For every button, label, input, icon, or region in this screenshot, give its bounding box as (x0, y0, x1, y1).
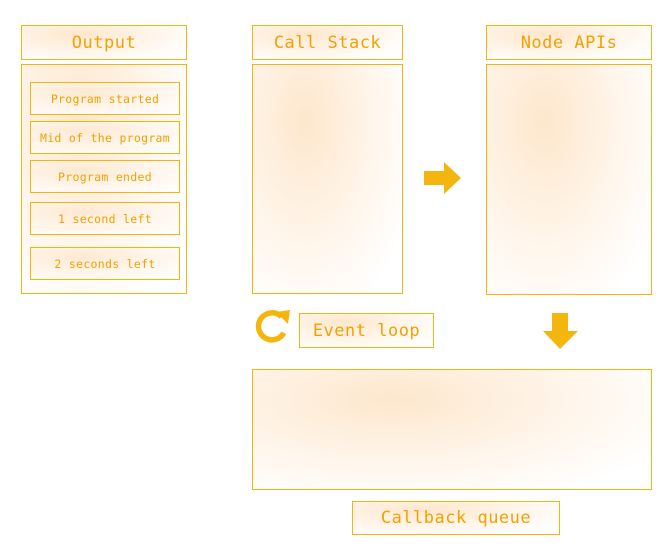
output-item: 1 second left (30, 202, 180, 235)
event-loop-label: Event loop (299, 313, 434, 348)
node-apis-panel (486, 64, 652, 295)
output-item-text: Program started (50, 91, 160, 106)
callback-queue-panel (252, 369, 652, 490)
output-item: 2 seconds left (30, 247, 180, 280)
arrow-down-icon (543, 313, 578, 349)
arrow-right-icon (424, 162, 461, 194)
event-loop-text: Event loop (312, 320, 421, 341)
call-stack-panel (252, 64, 403, 294)
refresh-icon (255, 310, 290, 343)
callback-queue-title-text: Callback queue (380, 508, 532, 528)
call-stack-title: Call Stack (252, 25, 403, 60)
output-panel: Program started Mid of the program Progr… (21, 64, 187, 294)
call-stack-title-text: Call Stack (273, 32, 382, 53)
output-title-text: Output (71, 32, 137, 53)
output-item: Program started (30, 82, 180, 115)
output-item-text: Mid of the program (39, 130, 171, 145)
node-apis-title: Node APIs (486, 25, 652, 60)
node-apis-title-text: Node APIs (520, 32, 618, 53)
output-title: Output (21, 25, 187, 60)
output-item-text: Program ended (58, 169, 152, 184)
output-item: Mid of the program (30, 121, 180, 154)
output-item-text: 2 seconds left (54, 256, 156, 271)
output-item-text: 1 second left (58, 211, 152, 226)
output-item: Program ended (30, 160, 180, 193)
callback-queue-title: Callback queue (352, 501, 560, 535)
